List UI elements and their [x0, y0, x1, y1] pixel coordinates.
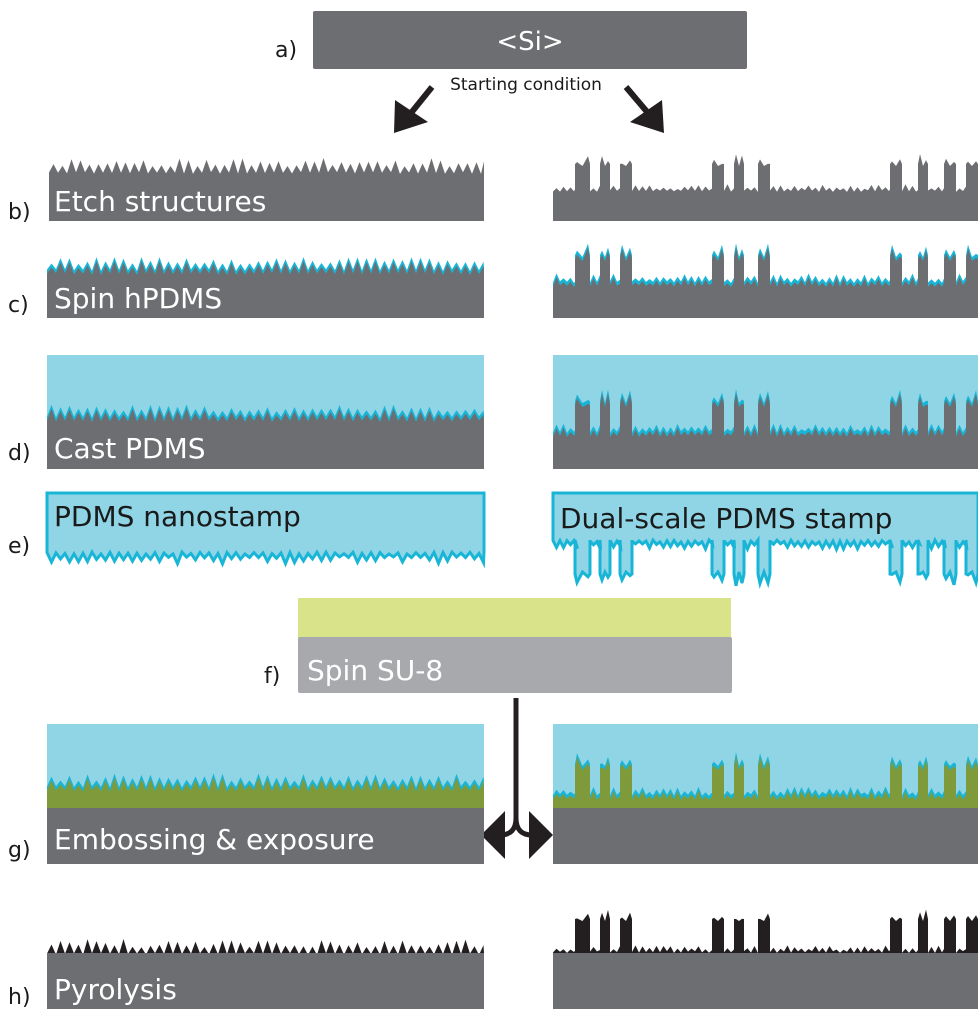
carbon-structure-right: [553, 909, 978, 954]
step-a-marker: a): [275, 38, 297, 63]
spin-su8-label: Spin SU-8: [307, 654, 443, 687]
etched-silicon-right: [553, 154, 978, 221]
split-arrow-icon: [481, 698, 553, 859]
silicon-right-d: [553, 393, 978, 469]
carbon-structure-left: [47, 939, 484, 955]
silicon-left-d: [47, 408, 484, 469]
su8-layer: [298, 598, 731, 638]
step-g-marker: g): [8, 838, 31, 863]
silicon-label: <Si>: [496, 27, 563, 57]
step-c-marker: c): [8, 293, 29, 318]
pdms-nanostamp-label: PDMS nanostamp: [54, 500, 301, 533]
silicon-right-c: [553, 247, 978, 318]
pdms-nanostamp: [45, 491, 486, 569]
cast-pdms-label: Cast PDMS: [54, 432, 206, 465]
step-e-marker: e): [8, 534, 30, 559]
substrate-right-g: [553, 808, 978, 864]
embossing-exposure-label: Embossing & exposure: [54, 823, 375, 856]
substrate-right-h: [553, 953, 978, 1009]
substrate-left-g: [47, 808, 484, 864]
dual-scale-stamp-label: Dual-scale PDMS stamp: [560, 502, 892, 535]
su8-embossed-left: [47, 777, 484, 808]
step-b-marker: b): [8, 200, 31, 225]
silicon-left-c: [47, 261, 484, 318]
step-d-marker: d): [8, 441, 31, 466]
arrow-down-right-icon: [623, 85, 664, 133]
substrate-left-h: [47, 953, 484, 1009]
starting-condition-label: Starting condition: [450, 75, 602, 95]
pyrolysis-label: Pyrolysis: [54, 973, 177, 1006]
etch-structures-label: Etch structures: [54, 185, 266, 218]
etched-silicon-left: [49, 158, 484, 221]
su8-embossed-right: [553, 756, 978, 808]
step-h-marker: h): [8, 985, 31, 1009]
arrow-down-left-icon: [394, 85, 435, 133]
substrate-wafer: [298, 637, 732, 693]
silicon-wafer: [313, 11, 747, 69]
step-f-marker: f): [264, 664, 280, 689]
dual-scale-pdms-stamp: [551, 491, 978, 589]
spin-hpdms-label: Spin hPDMS: [54, 282, 222, 315]
